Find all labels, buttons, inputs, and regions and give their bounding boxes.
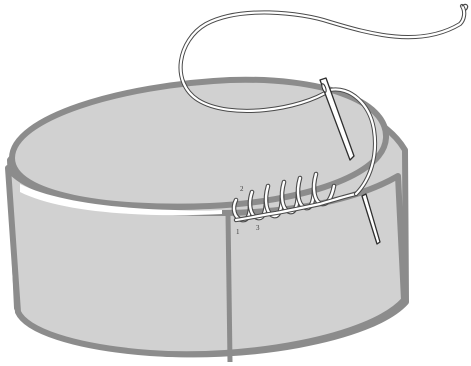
band-seam <box>228 213 230 362</box>
step-label-3: 3 <box>256 224 260 232</box>
step-label-2: 2 <box>240 185 244 193</box>
round-box <box>8 80 406 362</box>
step-label-1: 1 <box>236 228 240 236</box>
